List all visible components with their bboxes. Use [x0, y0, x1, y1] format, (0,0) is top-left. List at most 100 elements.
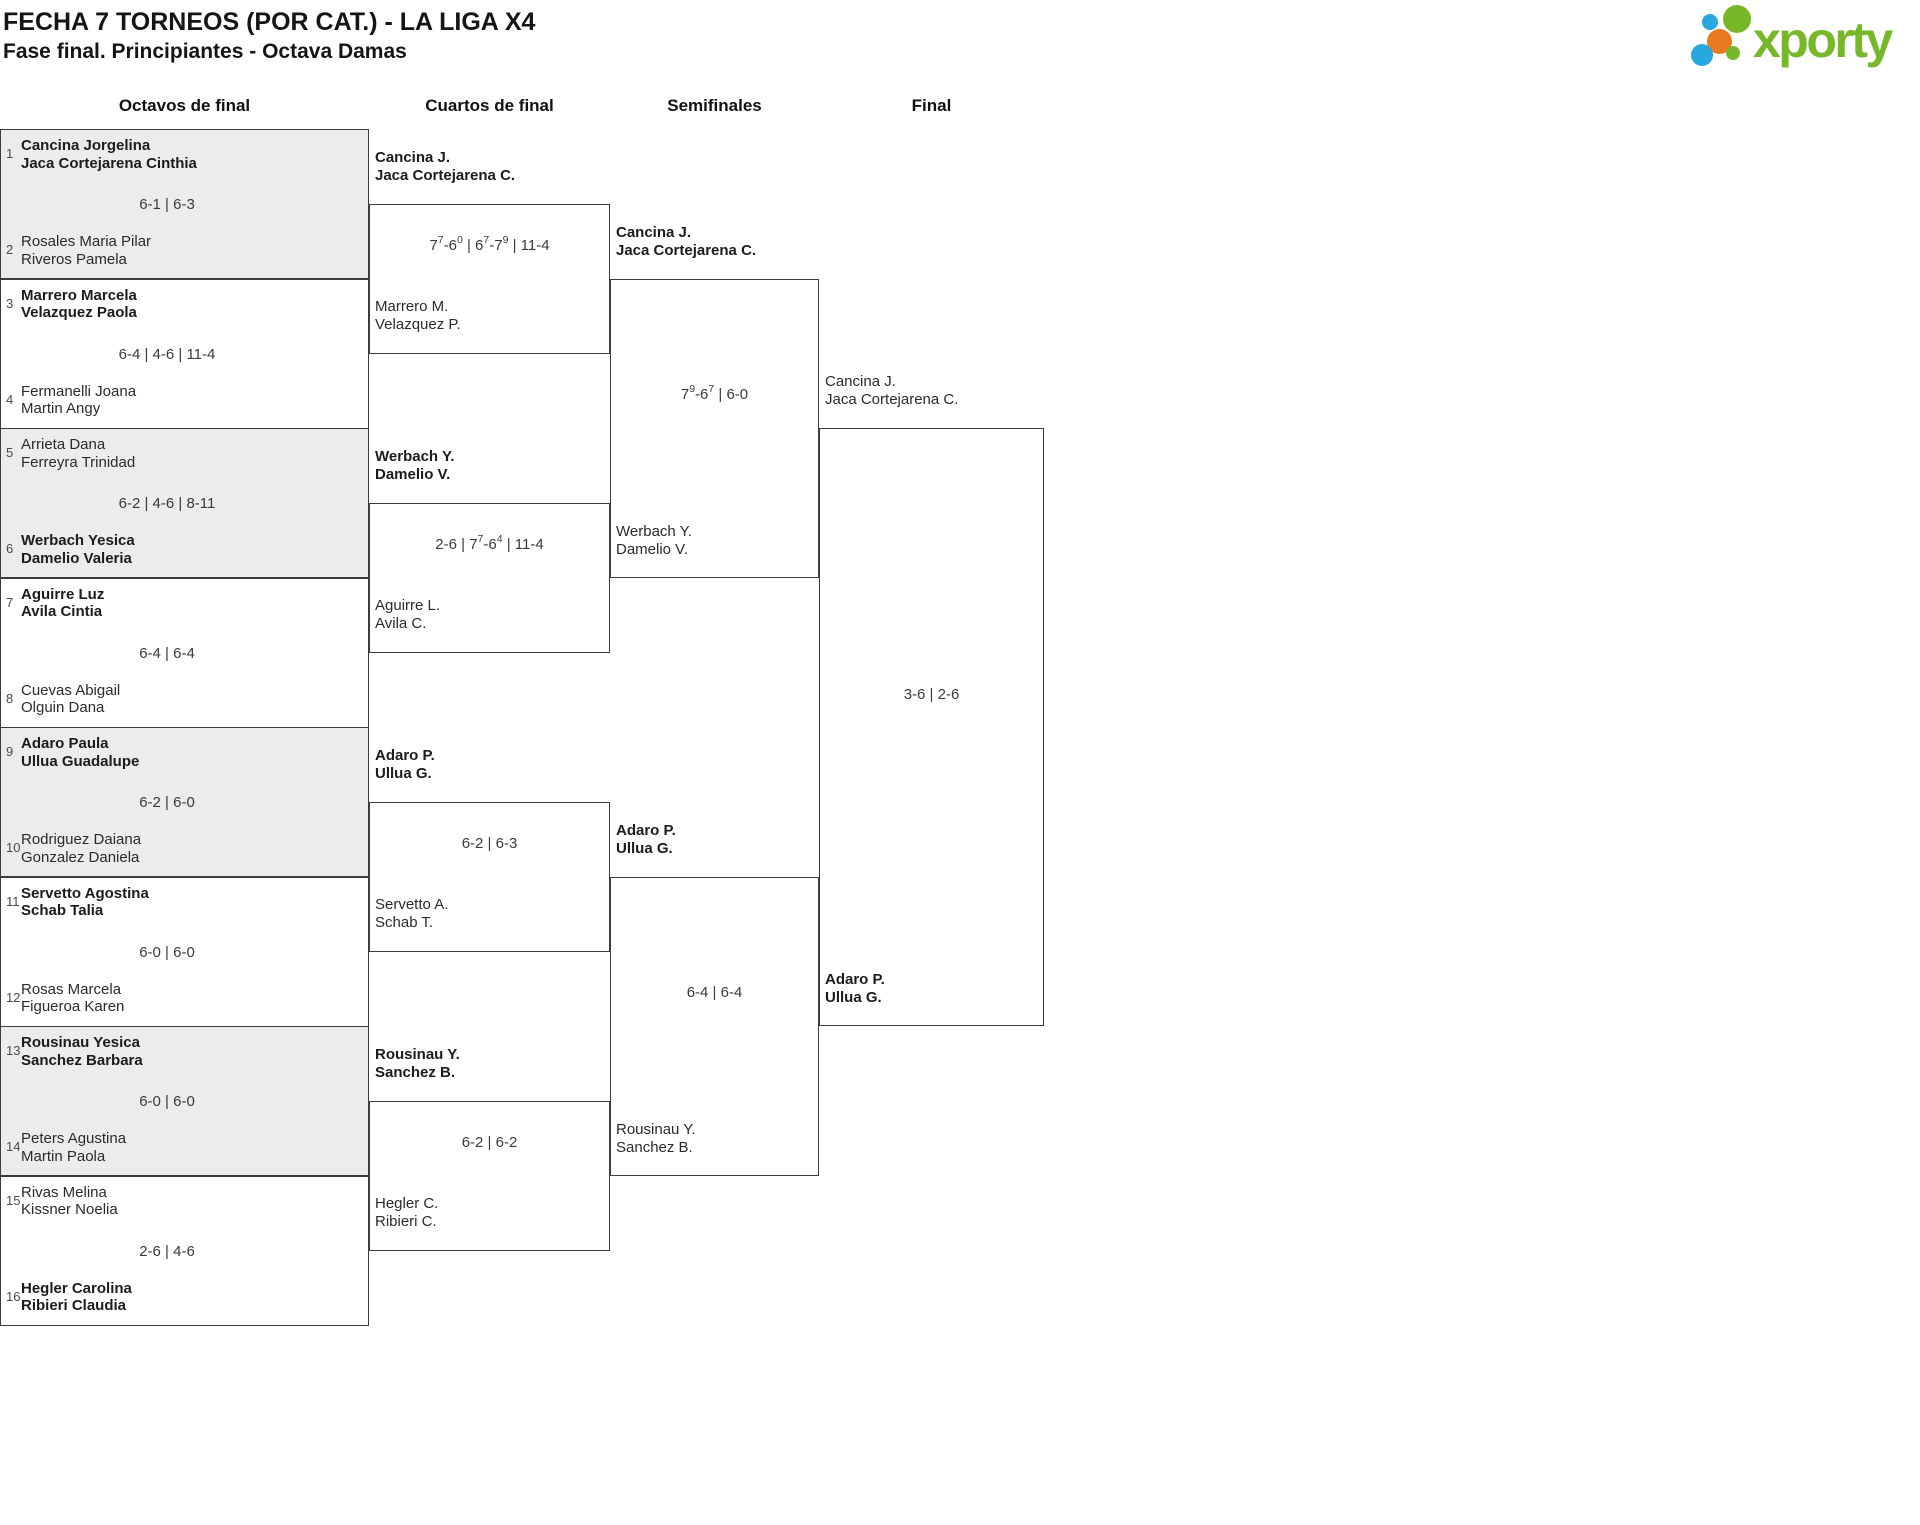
player-name: Ribieri Claudia	[21, 1297, 127, 1314]
seed-number: 6	[6, 541, 14, 556]
team-pair: Rousinau Yesica Sanchez Barbara	[21, 1034, 143, 1069]
seed-number: 9	[6, 744, 14, 759]
player-name: Cancina Jorgelina	[21, 137, 151, 154]
seed-number: 12	[6, 989, 21, 1005]
match-score: 77-60 | 67-79 | 11-4	[429, 234, 550, 254]
match-score: 6-4 | 6-4	[139, 644, 195, 662]
team-pair: Rosas Marcela Figueroa Karen	[21, 981, 124, 1016]
player-name: Cuevas Abigail	[21, 681, 121, 699]
player-name: Adaro P.	[375, 747, 435, 764]
team-pair: Rivas Melina Kissner Noelia	[21, 1184, 118, 1219]
match-score: 6-0 | 6-0	[139, 943, 195, 961]
match-octavos-8: 15 Rivas Melina Kissner Noelia 2-6 | 4-6…	[0, 1175, 369, 1326]
match-score: 6-2 | 6-3	[461, 835, 518, 852]
advancing-team-label: Hegler C. Ribieri C.	[375, 1195, 610, 1230]
player-name: Peters Agustina	[21, 1130, 127, 1147]
player-name: Olguin Dana	[21, 699, 105, 716]
player-name: Damelio V.	[616, 540, 688, 558]
advancing-team-label: Marrero M. Velazquez P.	[375, 298, 610, 333]
player-name: Ferreyra Trinidad	[21, 453, 136, 471]
player-name: Jaca Cortejarena C.	[375, 166, 516, 184]
player-name: Rodriguez Daiana	[21, 831, 142, 848]
match-score: 6-4 | 6-4	[686, 984, 743, 1001]
advancing-team-label: Rousinau Y. Sanchez B.	[616, 1121, 851, 1156]
match-octavos-4: 7 Aguirre Luz Avila Cintia 6-4 | 6-4 8 C…	[0, 577, 369, 728]
match-score: 6-2 | 4-6 | 8-11	[118, 495, 216, 512]
player-name: Werbach Y.	[375, 448, 455, 465]
team-pair: Peters Agustina Martin Paola	[21, 1130, 126, 1165]
seed-number: 5	[6, 445, 14, 460]
team-pair: Arrieta Dana Ferreyra Trinidad	[21, 436, 135, 471]
match-score: 2-6 | 4-6	[139, 1242, 195, 1260]
seed-number: 2	[6, 242, 14, 257]
player-name: Adaro P.	[825, 971, 885, 988]
team-pair: Aguirre Luz Avila Cintia	[21, 586, 104, 621]
team-pair: Fermanelli Joana Martin Angy	[21, 383, 136, 418]
match-semifinal-1-box	[610, 278, 819, 578]
team-pair: Rodriguez Daiana Gonzalez Daniela	[21, 831, 141, 866]
player-name: Rousinau Y.	[375, 1046, 460, 1063]
round-header-octavos: Octavos de final	[118, 96, 251, 115]
player-name: Jaca Cortejarena Cinthia	[21, 154, 197, 172]
match-octavos-1: 1 Cancina Jorgelina Jaca Cortejarena Cin…	[0, 129, 369, 279]
logo-wordmark: xporty	[1753, 12, 1893, 68]
tournament-title: FECHA 7 TORNEOS (POR CAT.) - LA LIGA X4	[3, 8, 536, 36]
round-header-final: Final	[911, 96, 952, 115]
match-score: 6-0 | 6-0	[139, 1093, 195, 1110]
seed-number: 10	[6, 840, 21, 855]
player-name: Rosales Maria Pilar	[21, 233, 152, 250]
player-name: Schab T.	[375, 913, 434, 931]
player-name: Rousinau Yesica	[21, 1034, 140, 1051]
match-final-box	[819, 428, 1044, 1026]
player-name: Werbach Yesica	[21, 532, 135, 549]
team-pair: Adaro Paula Ullua Guadalupe	[21, 735, 139, 770]
team-pair: Cuevas Abigail Olguin Dana	[21, 682, 120, 717]
advancing-team-label: Adaro P. Ullua G.	[616, 822, 851, 857]
match-octavos-7: 13 Rousinau Yesica Sanchez Barbara 6-0 |…	[0, 1026, 369, 1176]
phase-subtitle: Fase final. Principiantes - Octava Damas	[3, 40, 407, 63]
advancing-team-label: Werbach Y. Damelio V.	[616, 523, 851, 558]
player-name: Figueroa Karen	[21, 998, 125, 1015]
round-header-semifinales: Semifinales	[667, 96, 762, 115]
match-cuartos-3-box	[369, 802, 610, 952]
player-name: Werbach Y.	[616, 523, 692, 540]
seed-number: 11	[6, 893, 20, 909]
player-name: Ullua Guadalupe	[21, 752, 140, 770]
team-pair: Servetto Agostina Schab Talia	[21, 885, 149, 920]
logo-dot-green-big-icon	[1723, 5, 1751, 33]
team-pair: Marrero Marcela Velazquez Paola	[21, 287, 137, 322]
player-name: Sanchez B.	[616, 1138, 693, 1156]
player-name: Sanchez Barbara	[21, 1051, 143, 1069]
player-name: Ullua G.	[375, 764, 432, 782]
player-name: Ullua G.	[825, 988, 882, 1006]
match-cuartos-1-box	[369, 204, 610, 354]
player-name: Cancina J.	[825, 373, 896, 390]
champion-team-label: Adaro P. Ullua G.	[825, 971, 1060, 1006]
seed-number: 16	[6, 1288, 21, 1304]
logo-dot-blue-bottom-icon	[1691, 44, 1713, 66]
match-score: 6-1 | 6-3	[139, 196, 195, 213]
player-name: Arrieta Dana	[21, 436, 106, 453]
match-score: 79-67 | 6-0	[680, 383, 749, 403]
seed-number: 13	[6, 1043, 21, 1058]
advancing-team-label: Rousinau Y. Sanchez B.	[375, 1046, 610, 1081]
player-name: Rivas Melina	[21, 1183, 107, 1201]
player-name: Adaro Paula	[21, 735, 109, 752]
player-name: Avila C.	[375, 614, 427, 632]
player-name: Martin Angy	[21, 400, 101, 417]
team-pair: Werbach Yesica Damelio Valeria	[21, 532, 135, 567]
player-name: Jaca Cortejarena C.	[825, 390, 959, 408]
player-name: Marrero Marcela	[21, 286, 137, 304]
player-name: Sanchez B.	[375, 1063, 456, 1081]
finalist-team-label: Cancina J. Jaca Cortejarena C.	[825, 373, 1060, 408]
player-name: Rousinau Y.	[616, 1121, 696, 1138]
advancing-team-label: Adaro P. Ullua G.	[375, 747, 610, 782]
seed-number: 3	[6, 295, 14, 311]
team-pair: Cancina Jorgelina Jaca Cortejarena Cinth…	[21, 137, 197, 172]
player-name: Damelio Valeria	[21, 549, 132, 567]
player-name: Hegler Carolina	[21, 1279, 132, 1297]
player-name: Fermanelli Joana	[21, 382, 137, 400]
match-score: 2-6 | 77-64 | 11-4	[435, 533, 544, 553]
final-score: 3-6 | 2-6	[903, 686, 960, 703]
